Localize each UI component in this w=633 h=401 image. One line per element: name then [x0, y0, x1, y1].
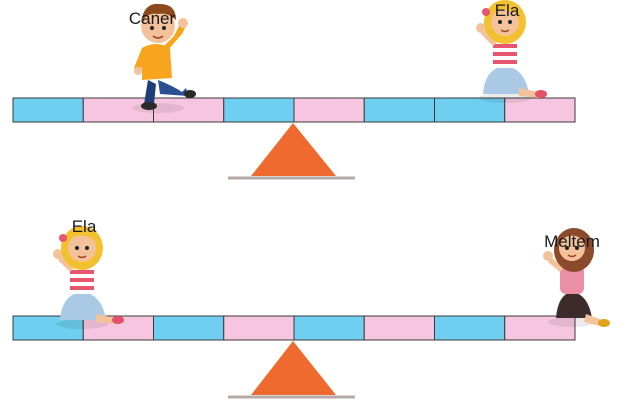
- plank-segment-blue: [434, 315, 506, 341]
- plank-segment-blue: [223, 97, 295, 123]
- plank-segment-blue: [153, 315, 225, 341]
- child-ela-bottom: [52, 225, 125, 330]
- child-name-label: Ela: [495, 1, 520, 20]
- plank-segment-pink: [363, 315, 435, 341]
- child-name-label: Meltem: [544, 232, 600, 251]
- plank-segment-pink: [223, 315, 295, 341]
- child-name-label: Ela: [72, 217, 97, 236]
- plank-segment-blue: [12, 97, 84, 123]
- plank-segment-blue: [293, 315, 365, 341]
- fulcrum-triangle: [251, 123, 336, 176]
- child-name-label: Caner: [129, 9, 176, 28]
- plank-segment-blue: [363, 97, 435, 123]
- plank-segment-pink: [293, 97, 365, 123]
- seesaw-top: Caner Ela: [12, 0, 576, 180]
- fulcrum-triangle: [251, 341, 336, 395]
- seesaw-bottom: Ela Meltem: [12, 217, 611, 399]
